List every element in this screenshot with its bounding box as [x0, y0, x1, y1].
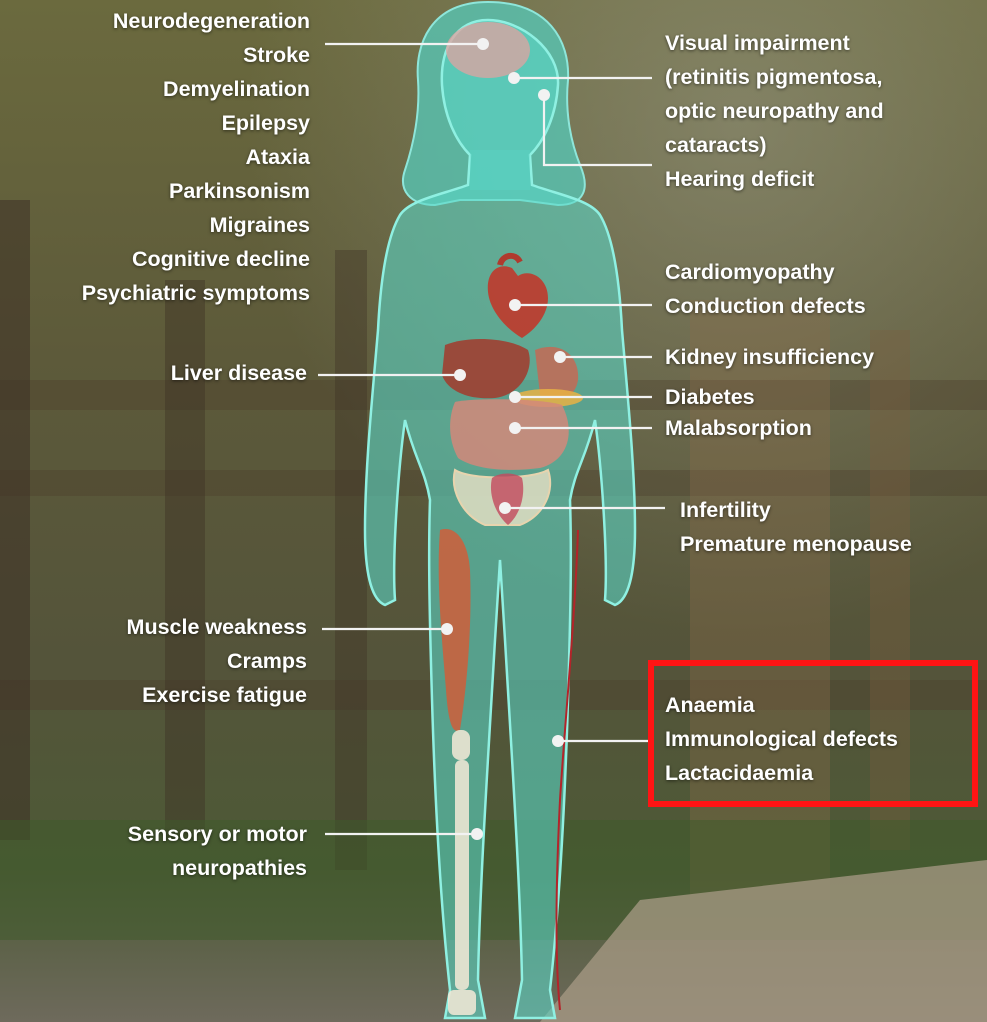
label-line: Muscle weakness — [127, 610, 307, 644]
dot-ears — [538, 89, 550, 101]
label-line: Cramps — [127, 644, 307, 678]
label-line: optic neuropathy and — [665, 94, 884, 128]
dot-brain — [477, 38, 489, 50]
gut-condition-label: Malabsorption — [665, 411, 812, 445]
label-line: Ataxia — [82, 140, 310, 174]
muscle-conditions-label: Muscle weakness Cramps Exercise fatigue — [127, 610, 307, 712]
label-line: Parkinsonism — [82, 174, 310, 208]
label-line: Malabsorption — [665, 411, 812, 445]
label-line: Kidney insufficiency — [665, 340, 874, 374]
label-line: Migraines — [82, 208, 310, 242]
kidney-condition-label: Kidney insufficiency — [665, 340, 874, 374]
reproductive-conditions-label: Infertility Premature menopause — [680, 493, 912, 561]
label-line: Liver disease — [171, 356, 307, 390]
blood-conditions-label: Anaemia Immunological defects Lactacidae… — [665, 688, 898, 790]
brain-conditions-label: Neurodegeneration Stroke Demyelination E… — [82, 4, 310, 310]
label-line: Diabetes — [665, 380, 755, 414]
dot-kidney — [554, 351, 566, 363]
pancreas-condition-label: Diabetes — [665, 380, 755, 414]
label-line: Conduction defects — [665, 289, 866, 323]
label-line: Hearing deficit — [665, 162, 884, 196]
intestines-organ — [450, 399, 569, 470]
label-line: cataracts) — [665, 128, 884, 162]
label-line: Psychiatric symptoms — [82, 276, 310, 310]
label-line: Immunological defects — [665, 722, 898, 756]
label-line: (retinitis pigmentosa, — [665, 60, 884, 94]
dot-liver — [454, 369, 466, 381]
liver-condition-label: Liver disease — [171, 356, 307, 390]
dot-gut — [509, 422, 521, 434]
nerve-conditions-label: Sensory or motor neuropathies — [128, 817, 307, 885]
label-line: Sensory or motor — [128, 817, 307, 851]
label-line: Epilepsy — [82, 106, 310, 140]
label-line: Cognitive decline — [82, 242, 310, 276]
dot-reproductive — [499, 502, 511, 514]
label-line: Neurodegeneration — [82, 4, 310, 38]
dot-eyes — [508, 72, 520, 84]
label-line: Infertility — [680, 493, 912, 527]
label-line: Cardiomyopathy — [665, 255, 866, 289]
label-line: Visual impairment — [665, 26, 884, 60]
brain-organ — [446, 22, 530, 78]
label-line: Demyelination — [82, 72, 310, 106]
label-line: Anaemia — [665, 688, 898, 722]
label-line: neuropathies — [128, 851, 307, 885]
label-line: Exercise fatigue — [127, 678, 307, 712]
dot-pancreas — [509, 391, 521, 403]
dot-heart — [509, 299, 521, 311]
label-line: Lactacidaemia — [665, 756, 898, 790]
dot-muscle — [441, 623, 453, 635]
dot-nerves — [471, 828, 483, 840]
heart-conditions-label: Cardiomyopathy Conduction defects — [665, 255, 866, 323]
dot-blood — [552, 735, 564, 747]
label-line: Stroke — [82, 38, 310, 72]
sensory-conditions-label: Visual impairment (retinitis pigmentosa,… — [665, 26, 884, 196]
label-line: Premature menopause — [680, 527, 912, 561]
